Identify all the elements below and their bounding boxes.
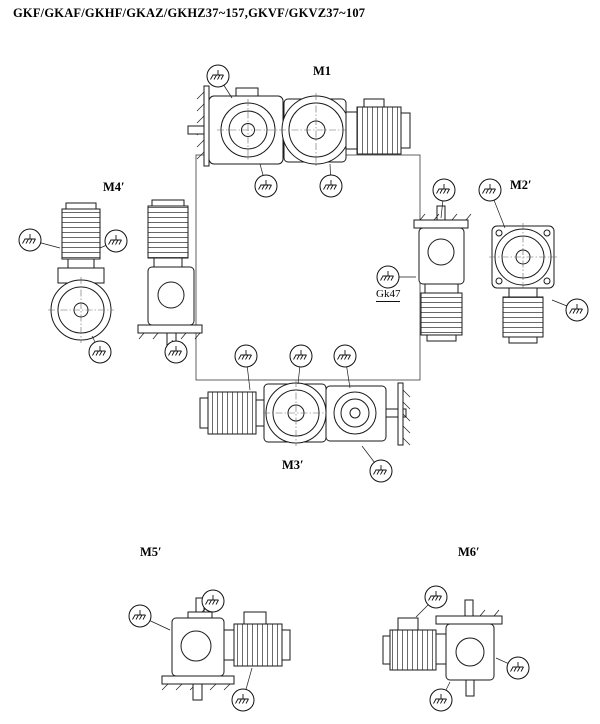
- m1-assembly: [187, 85, 411, 167]
- position-label-m4: M4′: [103, 180, 125, 194]
- position-label-m1: M1: [313, 64, 332, 78]
- oil-plug-icon: [234, 344, 258, 368]
- oil-plug-icon: [333, 344, 357, 368]
- oil-plug-icon: [18, 228, 42, 252]
- callout-gk47: Gk47: [376, 288, 401, 302]
- oil-plug-icon: [369, 459, 393, 483]
- oil-plug-icon: [478, 178, 502, 202]
- oil-plug-icon: [289, 344, 313, 368]
- position-label-m6: M6′: [458, 545, 480, 559]
- m2-assembly: [413, 205, 557, 344]
- position-label-m2: M2′: [510, 178, 532, 192]
- oil-plug-icon: [319, 174, 343, 198]
- oil-plug-icon: [424, 585, 448, 609]
- oil-plug-icon: [128, 604, 152, 628]
- oil-plug-icon: [231, 688, 255, 712]
- oil-plug-balloons: [18, 64, 589, 712]
- m5-assembly: [161, 597, 291, 701]
- oil-plug-icon: [164, 340, 188, 364]
- oil-plug-icon: [201, 589, 225, 613]
- oil-plug-icon: [506, 656, 530, 680]
- oil-plug-icon: [565, 298, 589, 322]
- oil-plug-icon: [376, 265, 400, 289]
- oil-plug-icon: [206, 64, 230, 88]
- oil-plug-icon: [88, 340, 112, 364]
- m6-assembly: [382, 599, 503, 697]
- m4-assembly: [48, 199, 203, 347]
- position-label-m5: M5′: [140, 545, 162, 559]
- page-title: GKF/GKAF/GKHF/GKAZ/GKHZ37~157,GKVF/GKVZ3…: [13, 6, 366, 20]
- oil-plug-icon: [432, 178, 456, 202]
- oil-plug-icon: [429, 688, 453, 712]
- oil-plug-icon: [254, 174, 278, 198]
- m3-assembly: [199, 380, 411, 446]
- position-label-m3: M3′: [282, 458, 304, 472]
- oil-plug-icon: [104, 229, 128, 253]
